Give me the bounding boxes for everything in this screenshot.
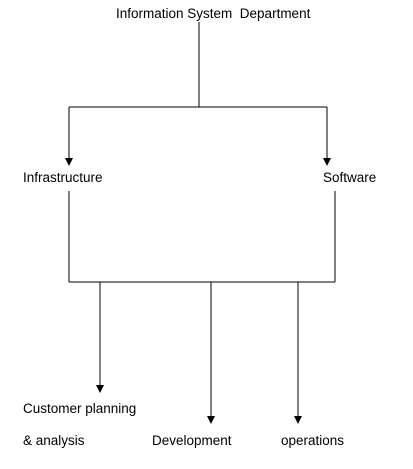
node-customer-planning-line2: & analysis (23, 433, 85, 448)
arrowhead-development (207, 416, 215, 424)
node-infrastructure: Infrastructure (23, 170, 103, 185)
arrowhead-software (323, 158, 331, 166)
node-software: Software (323, 170, 376, 185)
node-information-system-department: Information System Department (116, 6, 311, 21)
arrowhead-operations (294, 416, 302, 424)
arrowhead-customer-planning (96, 385, 104, 393)
arrowhead-infrastructure (65, 158, 73, 166)
node-operations: operations (281, 433, 344, 448)
node-development: Development (152, 433, 232, 448)
node-customer-planning-line1: Customer planning (23, 401, 136, 416)
